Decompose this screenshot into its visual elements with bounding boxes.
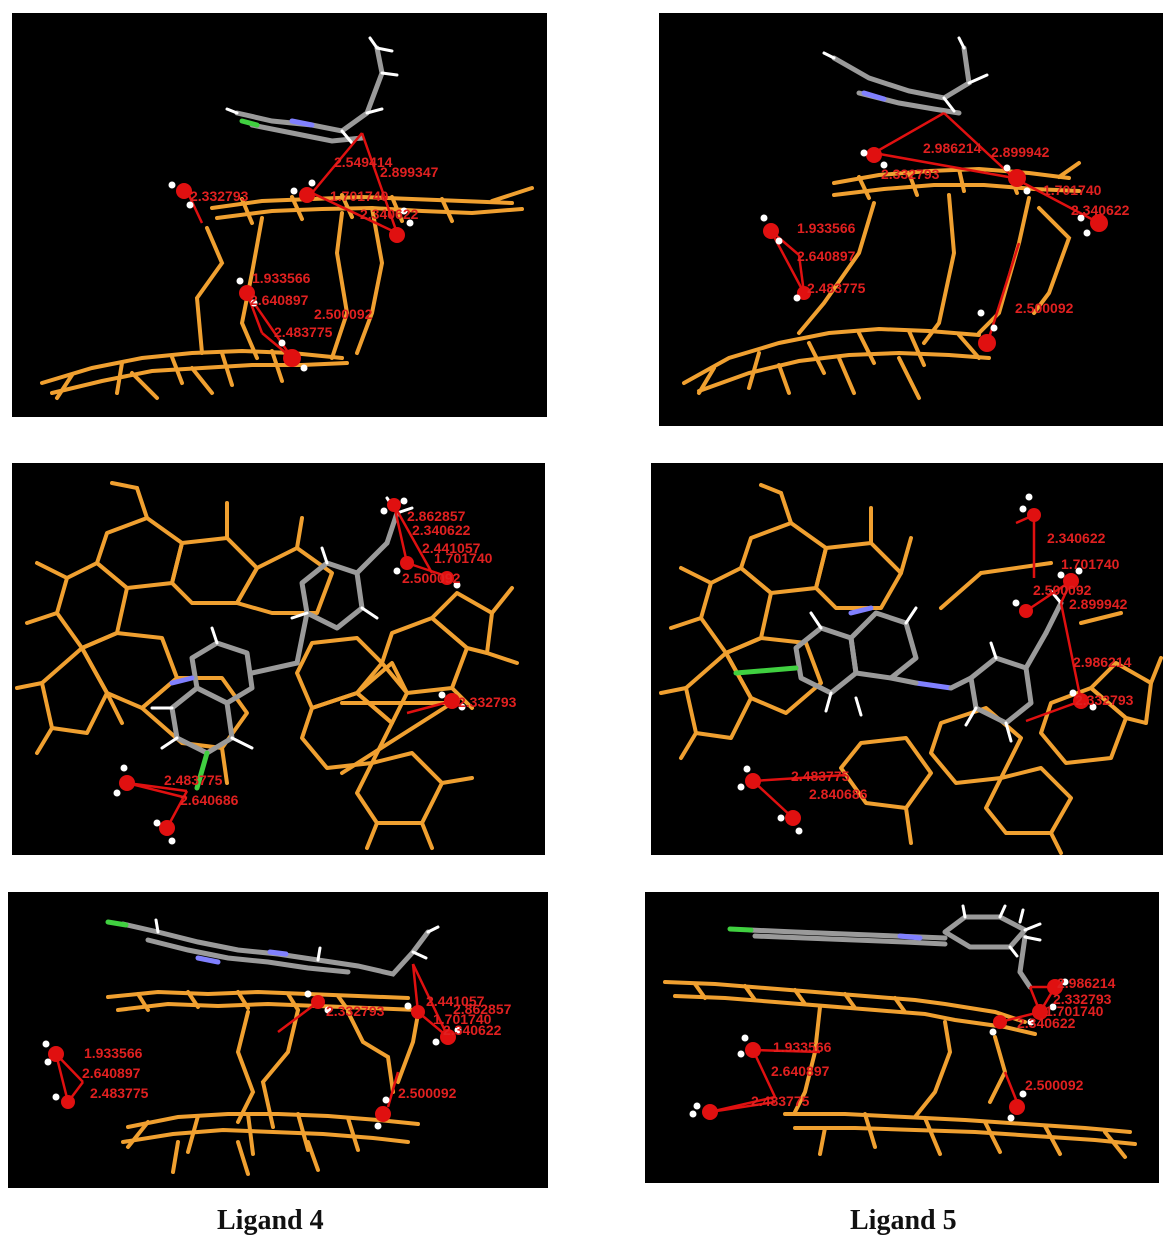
distance-labels: 2.986214 2.899942 2.332793 1.701740 2.34… [797, 140, 1130, 316]
water-molecules [737, 493, 1097, 835]
ligand-molecule [105, 918, 440, 977]
distance-label: 2.640897 [250, 292, 309, 308]
distance-label: 2.500092 [402, 570, 461, 586]
host-structure [663, 980, 1137, 1159]
ligand5-view-1: 2.986214 2.899942 2.332793 1.701740 2.34… [659, 13, 1163, 426]
distance-label: 2.340622 [1047, 530, 1106, 546]
caption-ligand4: Ligand 4 [217, 1205, 324, 1236]
distance-label: 2.899347 [380, 164, 439, 180]
ligand-molecule [727, 904, 1042, 990]
distance-label: 2.483775 [164, 772, 223, 788]
distance-label: 2.340622 [1071, 202, 1130, 218]
distance-label: 2.340622 [443, 1022, 502, 1038]
ligand-molecule [733, 589, 1064, 743]
ligand5-view-2: 2.340622 1.701740 2.500092 2.899942 2.98… [651, 463, 1163, 855]
ligand-molecule [150, 496, 414, 791]
ligand-molecule [822, 36, 989, 116]
ligand4-view-1-model: 2.332793 2.549414 2.899347 1.701740 2.34… [40, 36, 534, 400]
host-structure [15, 481, 519, 850]
water-molecules [113, 497, 466, 845]
distance-labels: 2.332793 2.441057 2.862857 1.701740 2.34… [82, 993, 512, 1101]
distance-label: 2.899942 [991, 144, 1050, 160]
distance-label: 2.483775 [751, 1093, 810, 1109]
water-molecules [760, 147, 1108, 352]
ligand5-view-2-model: 2.340622 1.701740 2.500092 2.899942 2.98… [659, 483, 1163, 855]
distance-label: 2.862857 [453, 1001, 512, 1017]
distance-label: 2.332793 [1075, 692, 1134, 708]
distance-label: 2.483775 [90, 1085, 149, 1101]
distance-label: 2.862857 [407, 508, 466, 524]
distance-label: 2.483775 [274, 324, 333, 340]
distance-label: 1.701740 [1045, 1003, 1104, 1019]
distance-label: 2.441057 [422, 540, 481, 556]
distance-label: 2.332793 [326, 1003, 385, 1019]
caption-ligand5: Ligand 5 [850, 1205, 957, 1236]
ligand5-view-3-model: 2.986214 2.332793 1.701740 2.340622 1.93… [663, 904, 1137, 1159]
distance-label: 2.899942 [1069, 596, 1128, 612]
water-molecules [689, 978, 1069, 1122]
ligand5-view-1-model: 2.986214 2.899942 2.332793 1.701740 2.34… [682, 36, 1130, 400]
distance-labels: 2.862857 2.340622 2.441057 1.701740 2.50… [164, 508, 517, 808]
distance-label: 2.640897 [797, 248, 856, 264]
ligand4-view-3: 2.332793 2.441057 2.862857 1.701740 2.34… [8, 892, 548, 1188]
distance-label: 2.332793 [1053, 991, 1112, 1007]
distance-label: 2.441057 [426, 993, 485, 1009]
ligand-molecule [225, 36, 399, 145]
host-structure [106, 989, 420, 1176]
distance-label: 2.986214 [923, 140, 982, 156]
distance-label: 2.500092 [1025, 1077, 1084, 1093]
distance-labels: 2.332793 2.549414 2.899347 1.701740 2.34… [190, 154, 439, 340]
distance-label: 2.986214 [1057, 975, 1116, 991]
ligand4-view-1: 2.332793 2.549414 2.899347 1.701740 2.34… [12, 13, 547, 417]
host-structure [682, 161, 1081, 400]
distance-label: 2.500092 [314, 306, 373, 322]
distance-label: 2.500092 [1033, 582, 1092, 598]
distance-label: 2.640897 [771, 1063, 830, 1079]
distance-label: 2.483775 [807, 280, 866, 296]
distance-label: 2.640897 [82, 1065, 141, 1081]
ligand4-view-2-model: 2.862857 2.340622 2.441057 1.701740 2.50… [15, 481, 519, 850]
distance-label: 2.500092 [398, 1085, 457, 1101]
ligand4-view-2: 2.862857 2.340622 2.441057 1.701740 2.50… [12, 463, 545, 855]
ligand5-view-3: 2.986214 2.332793 1.701740 2.340622 1.93… [645, 892, 1159, 1183]
distance-label: 2.332793 [881, 166, 940, 182]
water-molecules [168, 179, 414, 372]
distance-label: 2.332793 [190, 188, 249, 204]
distance-labels: 2.986214 2.332793 1.701740 2.340622 1.93… [751, 975, 1116, 1109]
distance-labels: 2.340622 1.701740 2.500092 2.899942 2.98… [791, 530, 1134, 802]
distance-label: 1.701740 [1043, 182, 1102, 198]
distance-label: 2.332793 [458, 694, 517, 710]
water-molecules [42, 990, 462, 1130]
distance-label: 1.933566 [773, 1039, 832, 1055]
distance-label: 2.640686 [180, 792, 239, 808]
distance-label: 2.500092 [1015, 300, 1074, 316]
distance-label: 1.933566 [797, 220, 856, 236]
ligand4-view-3-model: 2.332793 2.441057 2.862857 1.701740 2.34… [42, 918, 512, 1176]
distance-label: 1.933566 [84, 1045, 143, 1061]
host-structure [659, 483, 1163, 855]
distance-label: 2.549414 [334, 154, 393, 170]
distance-label: 2.340622 [360, 206, 419, 222]
distance-label: 2.340622 [1017, 1015, 1076, 1031]
distance-label: 2.340622 [412, 522, 471, 538]
hbond-lines [752, 513, 1083, 819]
distance-label: 1.701740 [433, 1011, 492, 1027]
distance-label: 1.701740 [330, 188, 389, 204]
hbond-lines [126, 504, 453, 829]
distance-label: 1.701740 [1061, 556, 1120, 572]
distance-label: 1.701740 [434, 550, 493, 566]
distance-label: 2.840686 [809, 786, 868, 802]
distance-label: 1.933566 [252, 270, 311, 286]
distance-label: 2.483775 [791, 768, 850, 784]
distance-label: 2.986214 [1073, 654, 1132, 670]
